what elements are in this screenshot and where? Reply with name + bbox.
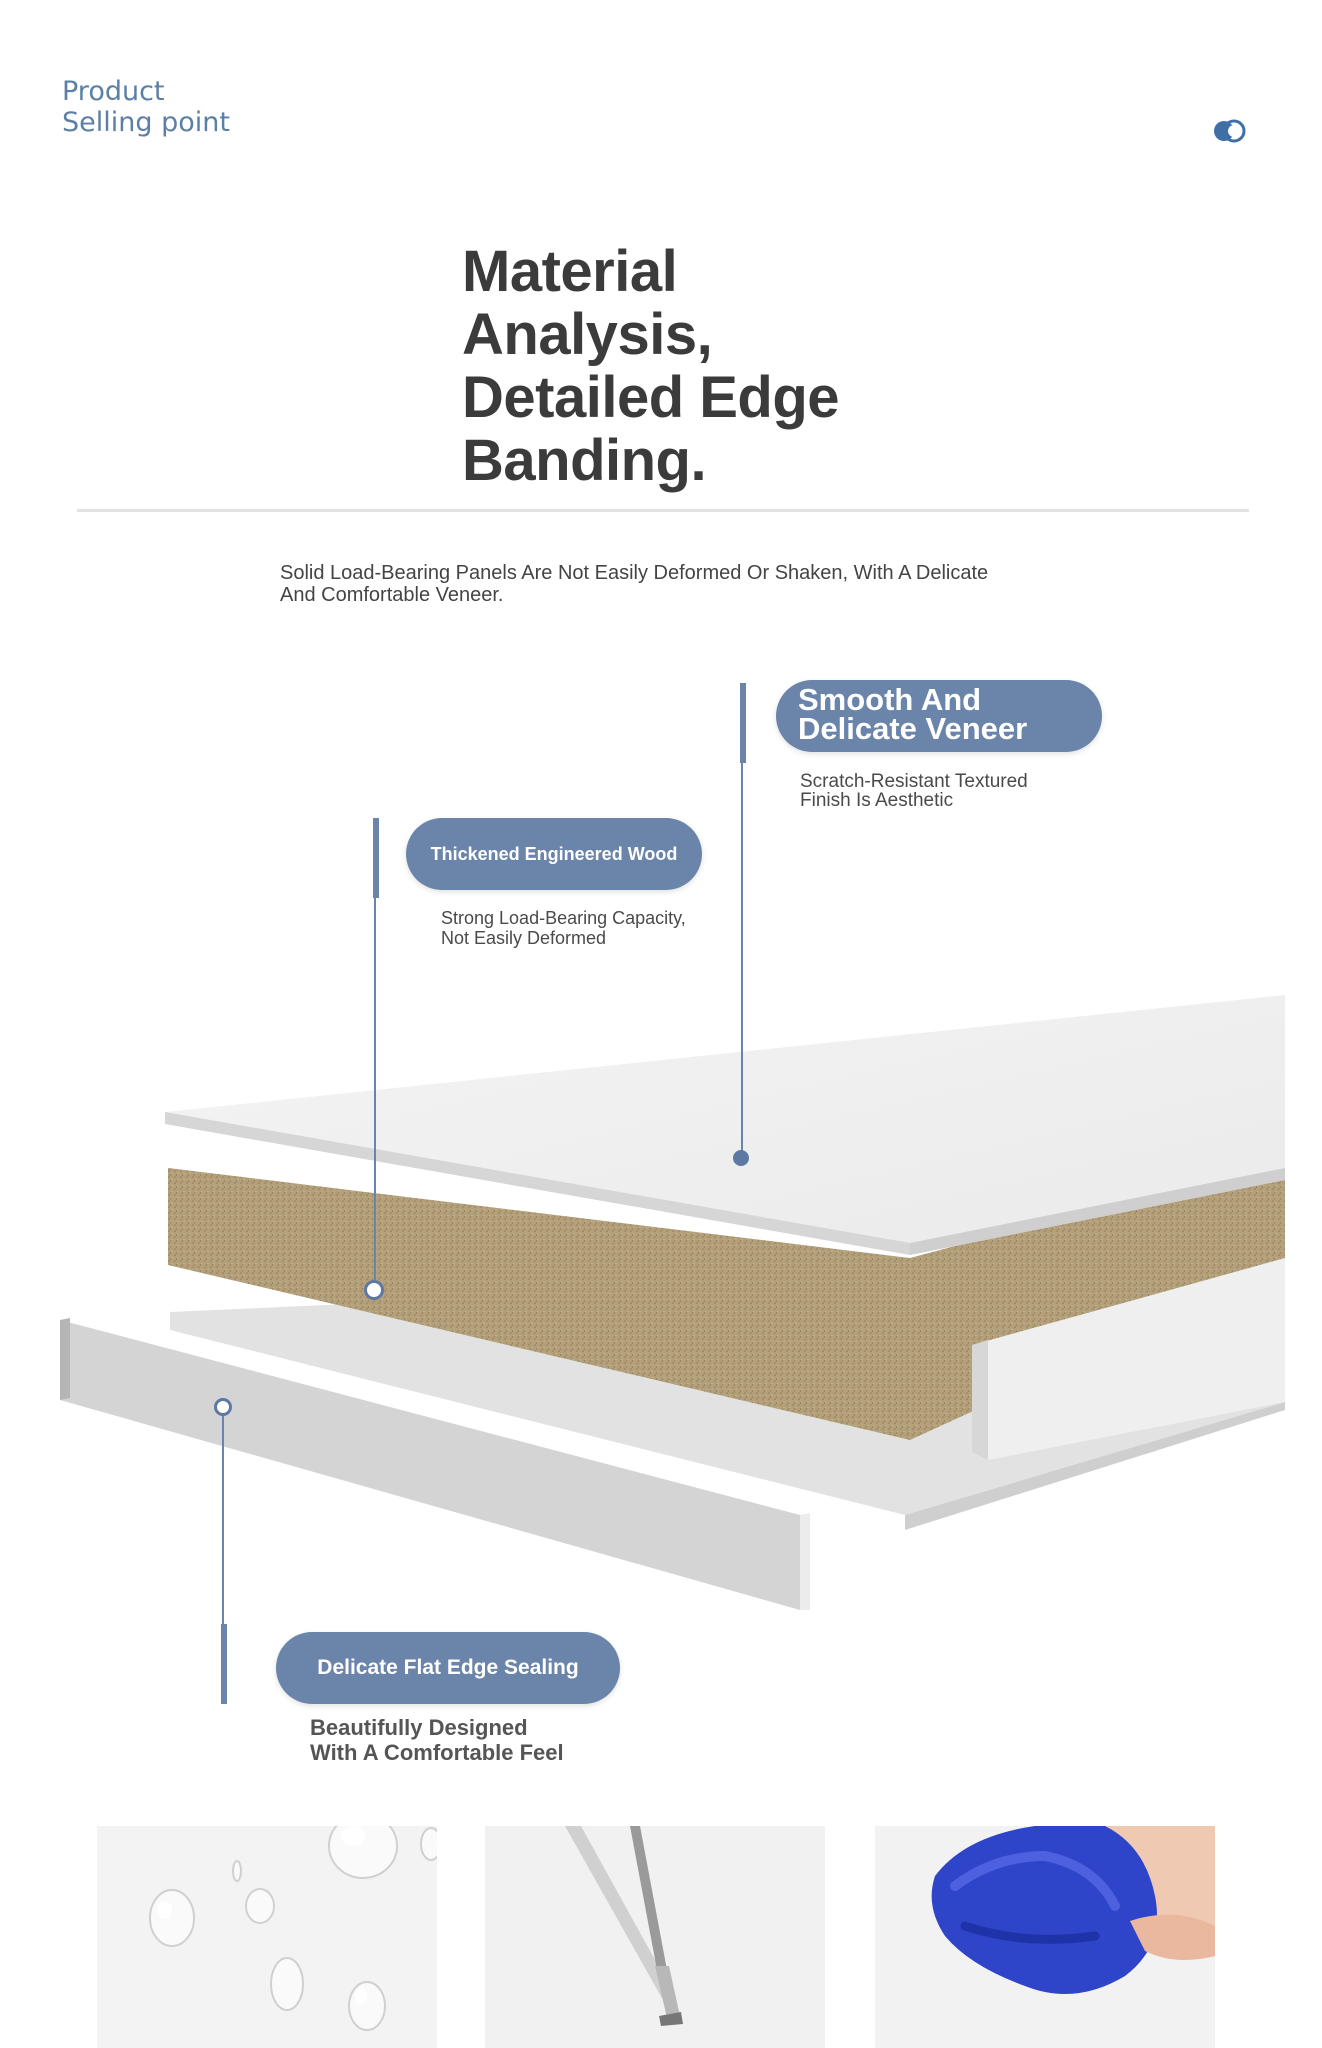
thumbnail-easy-clean xyxy=(875,1826,1215,2048)
wood-callout-text: Strong Load-Bearing Capacity, Not Easily… xyxy=(441,908,686,948)
section-label-line2: Selling point xyxy=(62,107,230,138)
description: Solid Load-Bearing Panels Are Not Easily… xyxy=(280,562,1060,606)
water-drops-icon xyxy=(149,1826,437,2031)
veneer-callout-dot xyxy=(733,1150,749,1166)
board-illustration xyxy=(60,995,1285,1610)
wood-callout-line xyxy=(374,898,376,1284)
title-line: Detailed Edge xyxy=(462,365,840,430)
veneer-callout-text: Scratch-Resistant Textured Finish Is Aes… xyxy=(800,771,1028,811)
right-edge-strip xyxy=(972,1258,1285,1460)
veneer-callout-bar xyxy=(740,683,746,763)
edge-banding-strip xyxy=(60,1320,800,1610)
description-line: And Comfortable Veneer. xyxy=(280,584,504,606)
edge-callout-bar xyxy=(221,1624,227,1704)
logo-icon xyxy=(1214,119,1246,143)
edge-callout-dot xyxy=(214,1398,232,1416)
edge-callout-label: Delicate Flat Edge Sealing xyxy=(276,1632,620,1704)
wood-callout-label: Thickened Engineered Wood xyxy=(406,818,702,890)
title-line: Banding. xyxy=(462,428,707,493)
section-label: Product Selling point xyxy=(62,76,230,138)
edge-callout-text: Beautifully Designed With A Comfortable … xyxy=(310,1715,564,1765)
veneer-callout-line xyxy=(741,763,743,1155)
section-label-line1: Product xyxy=(62,76,165,107)
page-title: Material Analysis, Detailed Edge Banding… xyxy=(462,240,922,492)
description-line: Solid Load-Bearing Panels Are Not Easily… xyxy=(280,562,989,584)
wood-callout-dot xyxy=(364,1280,384,1300)
wood-callout-bar xyxy=(373,818,379,898)
wood-core-side xyxy=(168,1168,910,1440)
top-veneer xyxy=(165,995,1285,1255)
thumbnail-scratch xyxy=(485,1826,825,2048)
thumbnail-waterproof xyxy=(97,1826,437,2048)
divider xyxy=(77,509,1249,512)
cleaning-towel-icon xyxy=(931,1826,1215,1994)
edge-callout-line xyxy=(222,1406,224,1626)
screwdriver-icon xyxy=(565,1826,683,2026)
title-line: Analysis, xyxy=(462,302,713,367)
veneer-callout-label: Smooth And Delicate Veneer xyxy=(776,680,1102,752)
title-line: Material xyxy=(462,239,678,304)
